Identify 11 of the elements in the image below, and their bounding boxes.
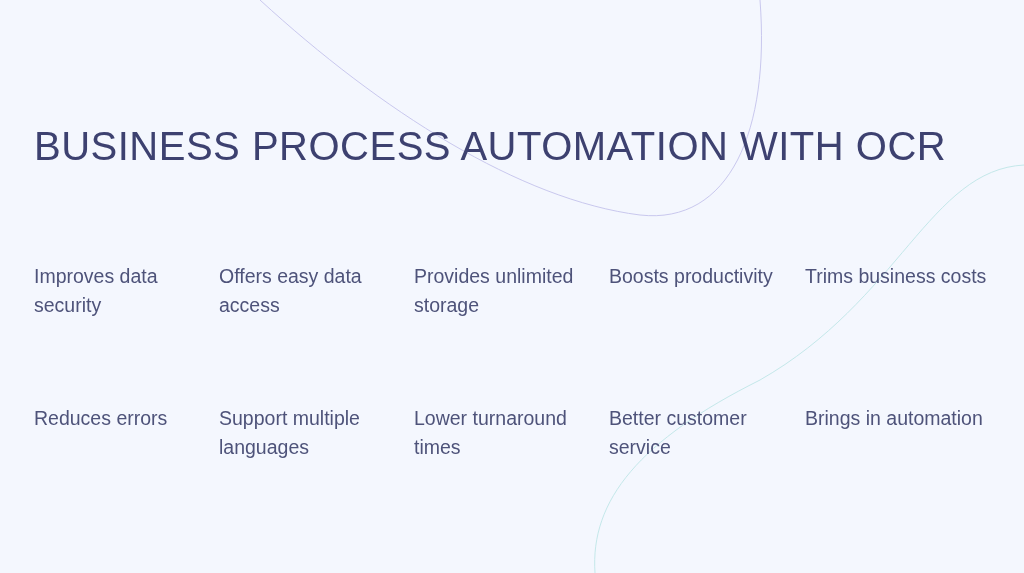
benefit-text: Boosts productivity bbox=[609, 264, 774, 289]
benefit-text: Offers easy data access bbox=[219, 264, 363, 318]
benefit-text: Lower turnaround times bbox=[414, 406, 568, 460]
benefit-text: Support multiple languages bbox=[219, 406, 361, 460]
benefit-text: Improves data security bbox=[34, 264, 159, 318]
benefit-text: Trims business costs bbox=[805, 264, 988, 289]
title: BUSINESS PROCESS AUTOMATION WITH OCR bbox=[34, 126, 947, 166]
benefit-text: Reduces errors bbox=[34, 406, 169, 431]
benefit-text: Brings in automation bbox=[805, 406, 984, 431]
benefit-text: Better customer service bbox=[609, 406, 748, 460]
benefit-text: Provides unlimited storage bbox=[414, 264, 575, 318]
